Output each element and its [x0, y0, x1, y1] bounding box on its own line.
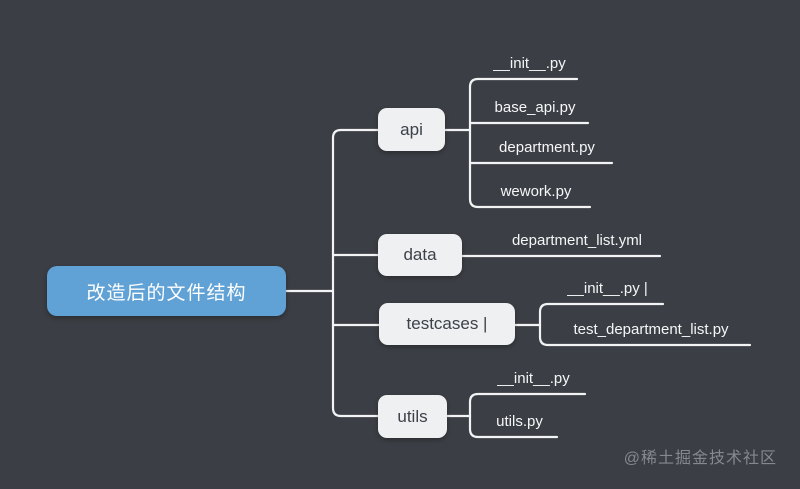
leaf-testcases-init[interactable]: __init__.py | — [567, 280, 648, 297]
watermark-text: @稀土掘金技术社区 — [623, 450, 777, 467]
topic-node-utils[interactable]: utils — [378, 395, 447, 438]
topic-node-api[interactable]: api — [378, 108, 445, 151]
leaf-api-department[interactable]: department.py — [499, 139, 595, 156]
topic-node-data[interactable]: data — [378, 234, 462, 276]
main-spine-line — [331, 128, 380, 418]
root-node[interactable]: 改造后的文件结构 — [47, 266, 286, 316]
leaf-utils-utils-py[interactable]: utils.py — [496, 413, 543, 430]
leaf-api-wework[interactable]: wework.py — [500, 183, 572, 200]
leaf-api-base-api[interactable]: base_api.py — [494, 99, 576, 116]
leaf-utils-init[interactable]: __init__.py — [497, 370, 570, 387]
api-children-bracket — [468, 77, 592, 209]
topic-node-testcases[interactable]: testcases | — [379, 303, 515, 345]
leaf-testcases-test-department-list[interactable]: test_department_list.py — [573, 321, 729, 338]
testcases-children-bracket — [538, 302, 752, 347]
leaf-data-department-list[interactable]: department_list.yml — [511, 232, 643, 249]
leaf-api-init[interactable]: __init__.py — [493, 55, 566, 72]
utils-children-bracket — [468, 392, 587, 439]
